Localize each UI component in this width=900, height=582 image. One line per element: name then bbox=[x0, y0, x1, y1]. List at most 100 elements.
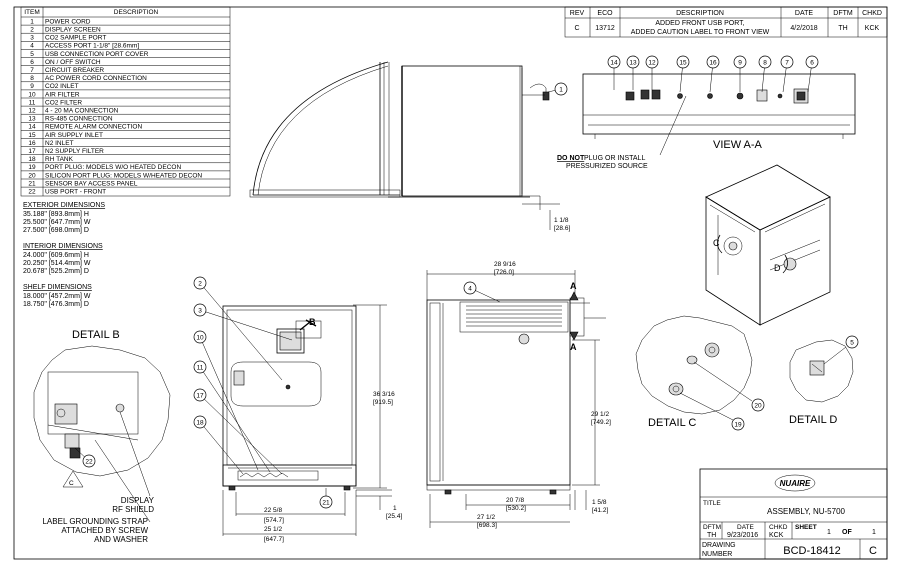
date-value: 9/23/2016 bbox=[727, 532, 758, 539]
item-table-header-item: ITEM bbox=[24, 9, 40, 16]
view-aa: VIEW A-A DO NOT PLUG OR INSTALL PRESSURI… bbox=[557, 73, 856, 170]
callout-number: 16 bbox=[709, 59, 717, 66]
callout-balloon bbox=[733, 55, 747, 69]
dimension-notes: EXTERIOR DIMENSIONS 35.188" [893.8mm] H … bbox=[23, 202, 105, 308]
callout-number: 1 bbox=[559, 86, 563, 93]
item-table-number: 3 bbox=[30, 35, 34, 42]
overall-width-dim: 25 1/2 bbox=[264, 526, 282, 533]
callout-balloon bbox=[193, 388, 207, 402]
caution-text-1: PLUG OR INSTALL bbox=[584, 155, 645, 162]
callout-number: 21 bbox=[322, 499, 330, 506]
display-shield-2: RF SHIELD bbox=[112, 505, 154, 514]
item-table-description: ACCESS PORT 1-1/8" [28.6mm] bbox=[45, 43, 139, 50]
rev-value: C bbox=[574, 25, 579, 32]
drawing-label-2: NUMBER bbox=[702, 551, 732, 558]
callout-number: 22 bbox=[85, 458, 93, 465]
callout-balloon bbox=[676, 55, 690, 69]
callout-number: 6 bbox=[810, 59, 814, 66]
side-a-dim: 20 7/8 bbox=[506, 497, 524, 504]
callout-number: 2 bbox=[198, 280, 202, 287]
callout-number: 20 bbox=[754, 402, 762, 409]
callout-number: 15 bbox=[679, 59, 687, 66]
item-table-description: AIR SUPPLY INLET bbox=[45, 132, 103, 139]
item-table-number: 17 bbox=[28, 148, 36, 155]
detail-c-label: DETAIL C bbox=[648, 417, 696, 429]
exterior-title: EXTERIOR DIMENSIONS bbox=[23, 202, 105, 209]
callout-balloon bbox=[780, 55, 794, 69]
exterior-line: 35.188" [893.8mm] H bbox=[23, 211, 89, 218]
callout-balloon bbox=[845, 335, 859, 349]
side-height-dim-mm: [749.2] bbox=[591, 419, 611, 426]
shelf-line: 18.000" [457.2mm] W bbox=[23, 293, 91, 300]
item-table-number: 16 bbox=[28, 140, 36, 147]
callout-balloon bbox=[319, 495, 333, 509]
callout-number: 4 bbox=[468, 285, 472, 292]
callout-leader bbox=[199, 282, 283, 381]
rev-chkd: KCK bbox=[865, 25, 880, 32]
callout-balloon bbox=[706, 55, 720, 69]
callout-number: 17 bbox=[196, 392, 204, 399]
sheet-value: 1 bbox=[827, 529, 831, 536]
item-table-description: USB PORT - FRONT bbox=[45, 189, 106, 196]
caution-do-not: DO NOT bbox=[557, 155, 585, 162]
chkd-header: CHKD bbox=[862, 10, 882, 17]
isometric-view: C D bbox=[705, 164, 831, 326]
item-table-description: CIRCUIT BREAKER bbox=[45, 67, 104, 74]
front-view: 36 3/16 [919.5] 22 5/8 [574.7] 25 1/2 [6… bbox=[222, 304, 402, 543]
item-table-description: DISPLAY SCREEN bbox=[45, 27, 101, 34]
top-view: 1 1/8 [28.6] bbox=[249, 61, 570, 232]
display-shield-1: DISPLAY bbox=[121, 496, 155, 505]
callout-balloon bbox=[193, 415, 207, 429]
callout-balloon bbox=[607, 55, 621, 69]
item-table-number: 11 bbox=[29, 99, 36, 106]
callout-leader bbox=[199, 421, 244, 475]
detail-c: DETAIL C bbox=[635, 315, 753, 429]
callout-number: 7 bbox=[785, 59, 789, 66]
side-height-dim: 29 1/2 bbox=[591, 411, 609, 418]
item-table-description: CO2 FILTER bbox=[45, 99, 82, 106]
callout-balloon bbox=[82, 454, 96, 468]
interior-line: 20.678" [525.2mm] D bbox=[23, 268, 89, 275]
item-table-number: 4 bbox=[30, 43, 34, 50]
item-table-number: 21 bbox=[28, 180, 36, 187]
overall-depth-dim-mm: [726.0] bbox=[494, 269, 514, 276]
item-table-description: REMOTE ALARM CONNECTION bbox=[45, 124, 142, 131]
callout-number: 14 bbox=[610, 59, 618, 66]
description-header: DESCRIPTION bbox=[676, 10, 724, 17]
section-d-iso: D bbox=[774, 263, 781, 273]
chkd-value: KCK bbox=[769, 532, 784, 539]
callout-balloon bbox=[193, 276, 207, 290]
of-value: 1 bbox=[872, 529, 876, 536]
dftm-value: TH bbox=[707, 532, 716, 539]
callout-balloon bbox=[626, 55, 640, 69]
item-table-number: 14 bbox=[28, 124, 36, 131]
item-table-description: AC POWER CORD CONNECTION bbox=[45, 75, 147, 82]
rev-description-1: ADDED FRONT USB PORT, bbox=[655, 20, 744, 27]
detail-b-label: DETAIL B bbox=[72, 329, 120, 341]
callout-number: 12 bbox=[648, 59, 656, 66]
overall-depth-dim: 28 9/16 bbox=[494, 261, 516, 268]
interior-title: INTERIOR DIMENSIONS bbox=[23, 243, 103, 250]
rev-date: 4/2/2018 bbox=[790, 25, 817, 32]
sheet-label: SHEET bbox=[795, 524, 817, 531]
callout-number: 5 bbox=[850, 339, 854, 346]
dftm-header: DFTM bbox=[833, 10, 853, 17]
callout-number: 11 bbox=[197, 364, 204, 371]
callout-leader bbox=[199, 336, 259, 471]
of-label: OF bbox=[842, 529, 852, 536]
port-dim-mm: [28.6] bbox=[554, 225, 570, 232]
item-table-description: USB CONNECTION PORT COVER bbox=[45, 51, 149, 58]
callout-balloon bbox=[193, 303, 207, 317]
rev-header: REV bbox=[570, 10, 585, 17]
exterior-line: 25.500" [647.7mm] W bbox=[23, 219, 91, 226]
item-table-number: 13 bbox=[28, 116, 36, 123]
callout-leader bbox=[199, 394, 283, 475]
item-table-description: 4 - 20 MA CONNECTION bbox=[45, 108, 119, 115]
title-label: TITLE bbox=[703, 500, 721, 507]
item-table-description: SENSOR BAY ACCESS PANEL bbox=[45, 180, 138, 187]
drawing-label-1: DRAWING bbox=[702, 542, 736, 549]
item-table-description: CO2 SAMPLE PORT bbox=[45, 35, 106, 42]
date-label: DATE bbox=[737, 524, 755, 531]
detail-d: DETAIL D bbox=[789, 339, 854, 426]
